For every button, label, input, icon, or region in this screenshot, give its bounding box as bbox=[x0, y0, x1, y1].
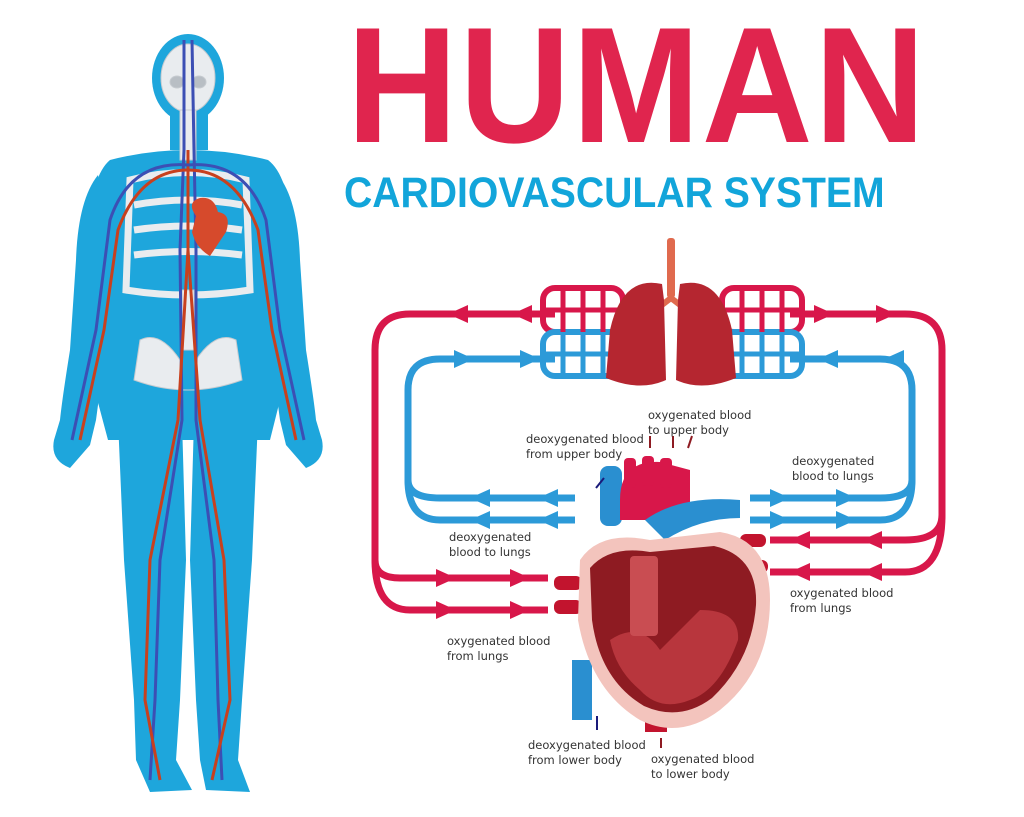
label-deoxy-to-lungs-left: deoxygenated blood to lungs bbox=[449, 530, 532, 559]
label-oxy-to-lower-body: oxygenated blood to lower body bbox=[651, 752, 755, 781]
heart-cross-section-icon bbox=[554, 456, 770, 732]
blood-vessels bbox=[70, 39, 306, 781]
label-oxy-from-lungs-left: oxygenated blood from lungs bbox=[447, 634, 551, 663]
blue-arrowheads bbox=[454, 350, 904, 529]
direction-arrows bbox=[595, 435, 693, 748]
title-human: HUMAN bbox=[346, 0, 928, 177]
label-deoxy-to-lungs-right: deoxygenated blood to lungs bbox=[792, 454, 875, 483]
lungs-icon bbox=[606, 238, 736, 386]
title-cardiovascular-system: CARDIOVASCULAR SYSTEM bbox=[344, 169, 885, 217]
label-oxy-from-lungs-right: oxygenated blood from lungs bbox=[790, 586, 894, 615]
red-arrowheads bbox=[436, 305, 896, 619]
label-oxy-to-upper-body: oxygenated blood to upper body bbox=[648, 408, 752, 437]
body-heart-icon bbox=[191, 197, 228, 256]
oxygenated-flow-lines bbox=[371, 310, 946, 614]
label-deoxy-from-lower-body: deoxygenated blood from lower body bbox=[528, 738, 646, 767]
label-deoxy-from-upper-body: deoxygenated blood from upper body bbox=[526, 432, 644, 461]
